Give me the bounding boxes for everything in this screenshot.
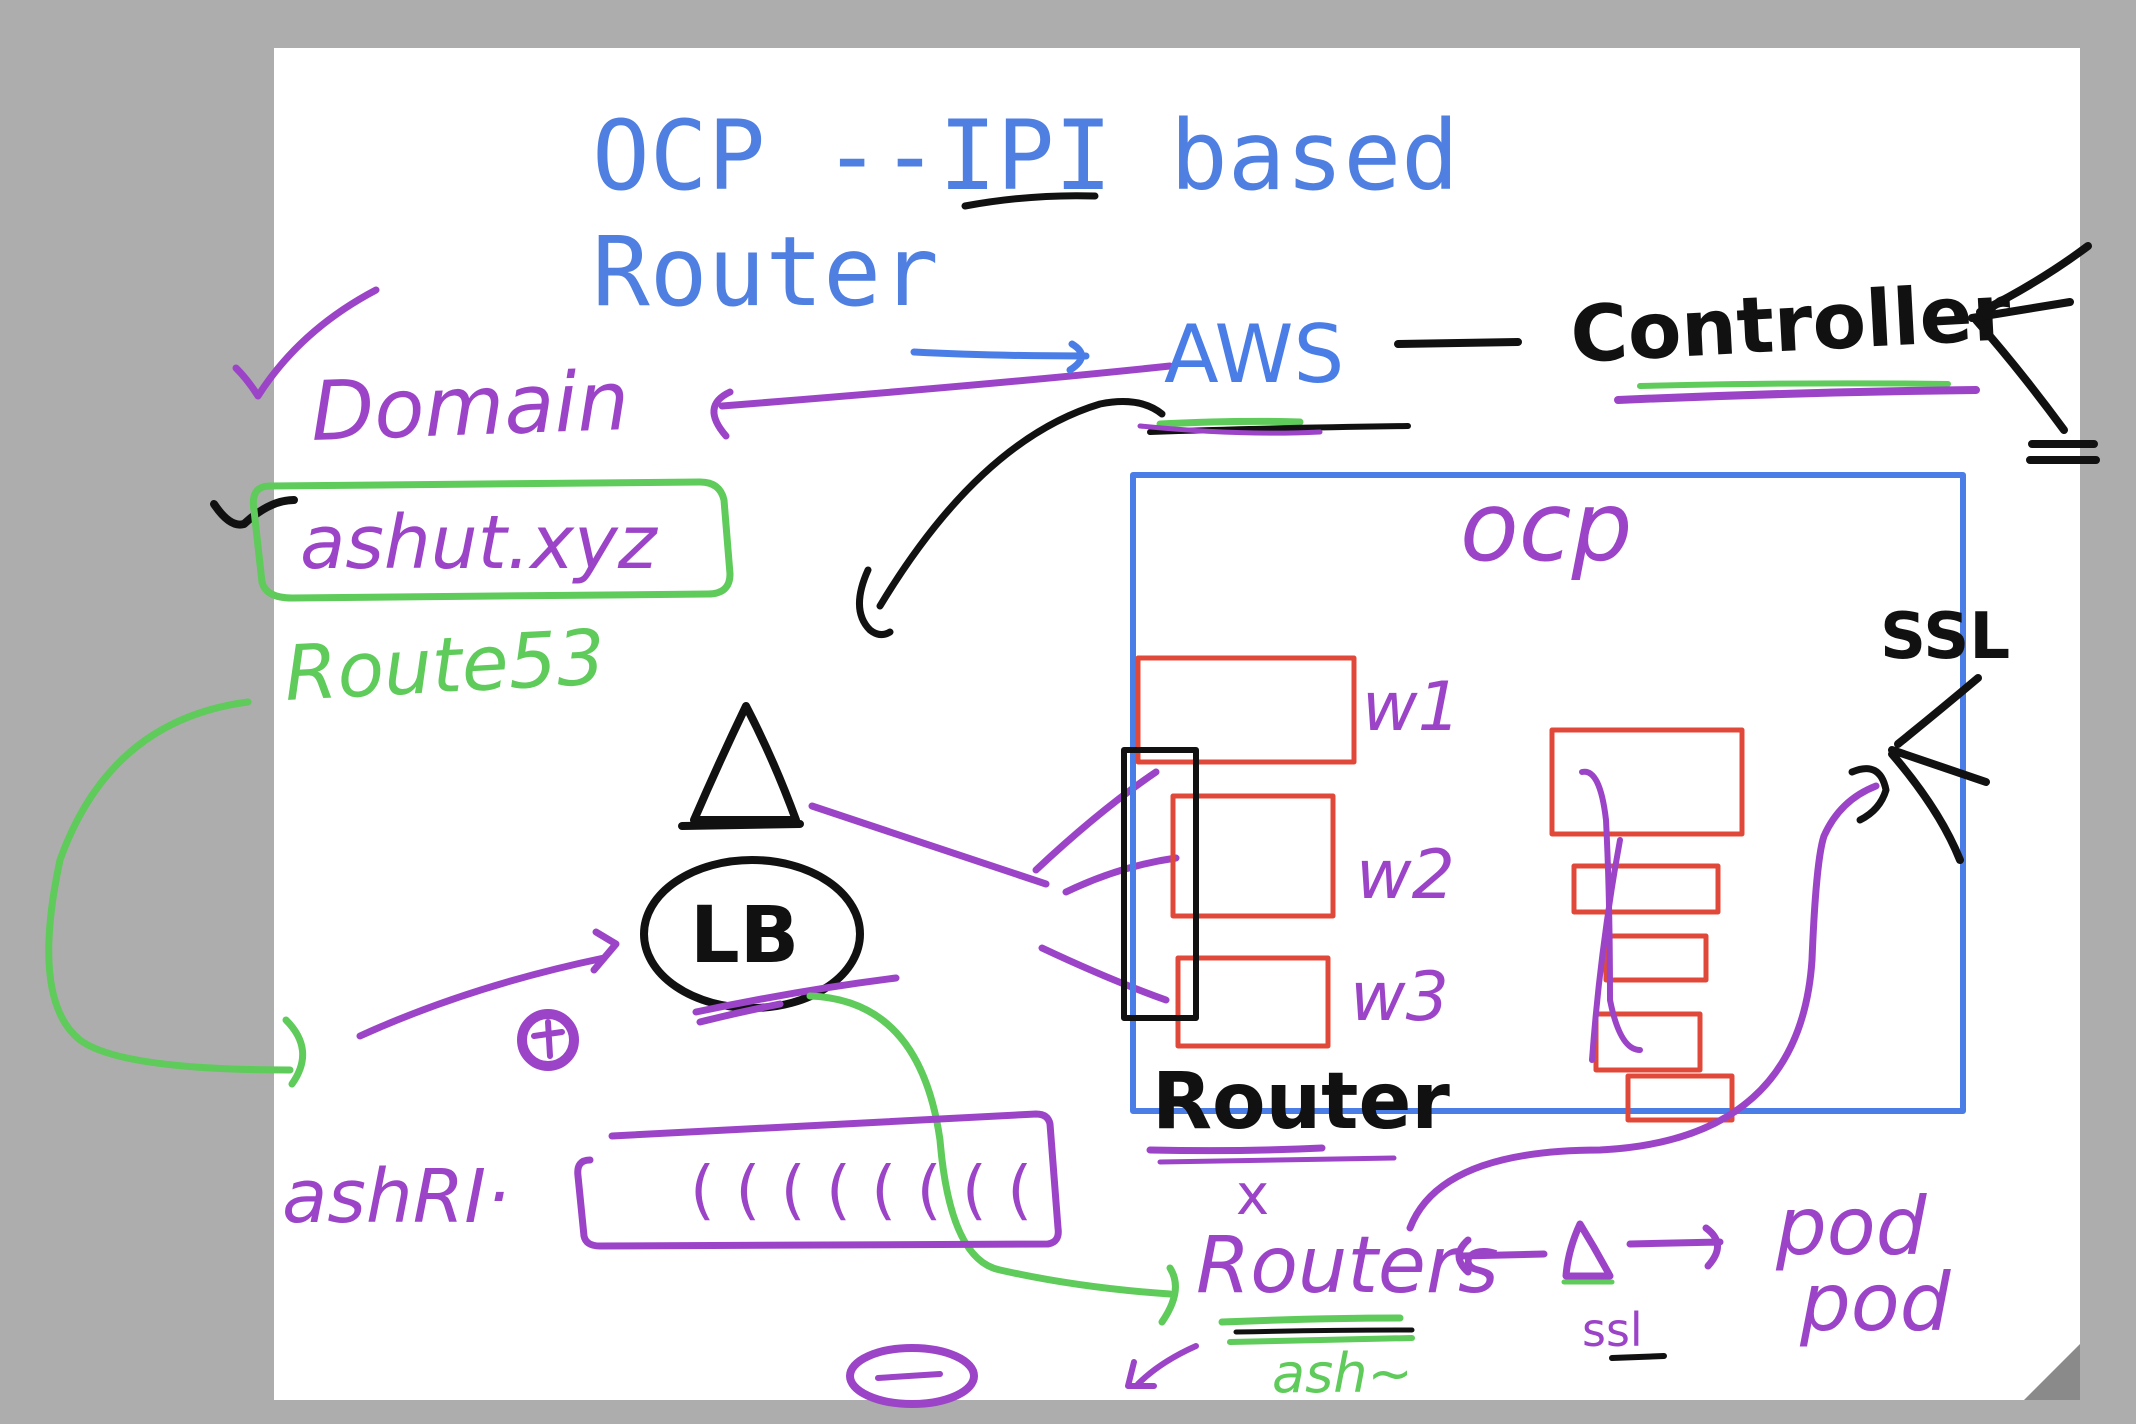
pod-box-1 xyxy=(1549,727,1745,837)
domain-label: Domain xyxy=(309,354,630,460)
ocp-cluster-box xyxy=(1130,472,1966,1114)
controller-underline-green xyxy=(1637,380,1951,389)
worker-node-w3 xyxy=(1175,955,1331,1049)
aws-down-curve-arrowhead xyxy=(856,566,894,639)
ocp-label: ocp xyxy=(1460,471,1632,583)
aws-controller-dash xyxy=(1394,338,1522,348)
routers-to-ssl-curve xyxy=(1406,782,1880,1232)
lb-to-w3-line xyxy=(692,974,900,1016)
lb-short-line xyxy=(696,1000,784,1026)
router-cross-label: x xyxy=(1236,1163,1269,1228)
controller-underline-purple xyxy=(1614,386,1980,404)
service-ssl-underline xyxy=(1609,1353,1667,1361)
lb-to-routers-arrowhead xyxy=(1158,1264,1179,1326)
service-triangle-icon xyxy=(1562,1220,1614,1280)
route-to-lb-arrow xyxy=(356,954,608,1040)
domain-name-check xyxy=(210,496,298,529)
aws-underline-green xyxy=(1156,417,1304,428)
aws-label: AWS xyxy=(1164,308,1344,401)
routers-sub-label: ash~ xyxy=(1272,1342,1413,1405)
aws-down-curve-arrow xyxy=(876,398,1166,610)
service-to-pod-arrow xyxy=(1626,1224,1724,1270)
aws-underline-purple xyxy=(1137,423,1323,436)
routers-to-service-arrow xyxy=(1455,1236,1548,1276)
pod-box-5 xyxy=(1625,1073,1735,1123)
load-balancer-label: LB xyxy=(690,891,799,981)
blue-arrow-to-aws xyxy=(910,340,1090,374)
routers-underline-black xyxy=(1233,1327,1415,1335)
pod-box-4 xyxy=(1593,1011,1703,1073)
routers-label: Routers xyxy=(1196,1221,1499,1311)
dns-record-box xyxy=(574,1110,1062,1250)
pod-stack-stroke xyxy=(1579,768,1643,1063)
ipi-underline xyxy=(961,192,1099,210)
route-to-lb-arrowhead xyxy=(590,928,620,974)
router-black-label: Router xyxy=(1152,1057,1450,1147)
worker-label-w1: w1 xyxy=(1362,668,1461,747)
worker-label-w3: w3 xyxy=(1350,958,1449,1037)
circled-marker xyxy=(517,1009,579,1071)
lb-fan-line-2 xyxy=(1062,854,1180,896)
route53-loop-arrowhead xyxy=(282,1016,307,1088)
title-line-2: Router xyxy=(592,216,939,328)
lb-to-routers-arrow xyxy=(806,992,1174,1298)
pod-label-2: pod xyxy=(1799,1256,1952,1349)
controller-antenna-icon xyxy=(1968,242,2100,464)
routers-underline-green-2 xyxy=(1227,1335,1415,1345)
aws-to-domain-arrow xyxy=(718,362,1174,410)
worker-label-w2: w2 xyxy=(1356,836,1455,915)
ssl-label: SSL xyxy=(1880,600,2010,674)
controller-label: Controller xyxy=(1568,268,2013,381)
router-black-underline-purple xyxy=(1146,1144,1326,1155)
router-selection-box xyxy=(1121,747,1199,1021)
domain-name-box xyxy=(249,478,734,602)
service-ssl-label: ssl xyxy=(1582,1303,1643,1357)
circled-marker-plus xyxy=(531,1019,565,1059)
routers-left-arrow xyxy=(1125,1343,1199,1389)
ssl-antenna-icon xyxy=(1888,674,1990,864)
domain-check-mark xyxy=(232,286,380,400)
page-fold-corner xyxy=(2024,1344,2080,1400)
lb-fan-line-3 xyxy=(1038,944,1170,1004)
lb-fan-line-1 xyxy=(1032,768,1160,874)
pod-box-2 xyxy=(1571,863,1721,915)
worker-node-w2 xyxy=(1170,793,1336,919)
lb-to-w1-line xyxy=(808,802,1050,888)
worker-node-w1 xyxy=(1135,655,1357,765)
routers-underline-green xyxy=(1218,1314,1404,1326)
pod-label-1: pod xyxy=(1775,1180,1928,1273)
bottom-oval-line xyxy=(875,1371,943,1381)
domain-name-label: ashut.xyz xyxy=(300,500,659,586)
aws-to-domain-arrowhead xyxy=(710,388,734,440)
ssl-arrow xyxy=(1848,765,1890,824)
dns-record-ticks: ( ( ( ( ( ( ( ( xyxy=(690,1154,1032,1228)
route53-loop-arrow xyxy=(45,698,294,1074)
router-black-underline-purple-2 xyxy=(1157,1155,1397,1165)
lb-triangle-icon xyxy=(678,702,804,830)
dns-record-label: ashRI· xyxy=(282,1154,510,1240)
route53-label: Route53 xyxy=(282,612,607,718)
pod-box-3 xyxy=(1603,933,1709,983)
bottom-oval-mark xyxy=(846,1344,978,1408)
